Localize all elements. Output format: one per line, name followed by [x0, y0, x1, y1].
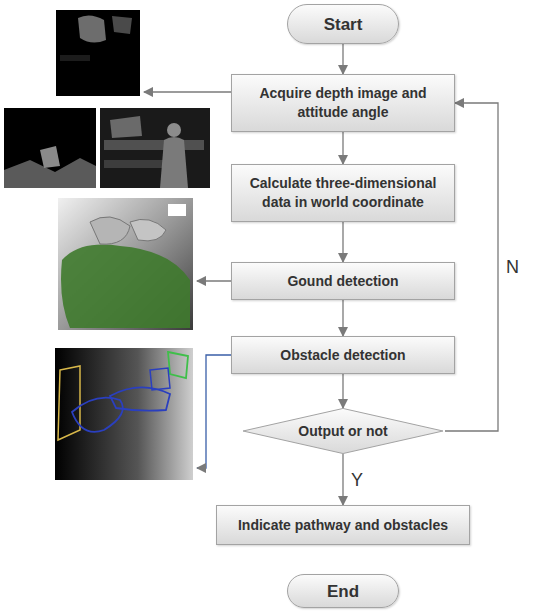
end-terminal: End	[287, 574, 399, 608]
flow-arrow	[342, 222, 343, 262]
process-box: Obstacle detection	[231, 336, 455, 374]
pointer-arrow	[197, 355, 231, 468]
flow-arrow	[342, 44, 343, 74]
flow-arrow	[342, 454, 343, 505]
pointer-arrow	[197, 280, 231, 281]
depth-image-ground	[4, 108, 96, 188]
process-box: Indicate pathway and obstacles	[216, 505, 470, 545]
step-text: Indicate pathway and obstacles	[230, 516, 456, 535]
decision-diamond: Output or not	[241, 408, 445, 454]
pointer-arrow	[144, 91, 231, 92]
process-box: Gound detection	[231, 262, 455, 300]
start-terminal: Start	[287, 4, 399, 44]
flow-arrow	[342, 374, 343, 408]
step-text: Calculate three-dimensional data in worl…	[232, 174, 454, 212]
step-text: Start	[316, 15, 371, 34]
depth-image-top	[56, 10, 140, 96]
step-text: Obstacle detection	[272, 346, 413, 365]
step-text: End	[319, 582, 367, 601]
step-text: Output or not	[298, 422, 387, 441]
ground-detection-image	[58, 198, 193, 330]
flow-arrow	[342, 132, 343, 164]
depth-image-person	[100, 108, 210, 188]
flow-arrow	[342, 300, 343, 336]
step-text: Acquire depth image and attitude angle	[232, 84, 454, 122]
step-text: Gound detection	[279, 272, 406, 291]
branch-label: Y	[349, 470, 365, 490]
process-box: Acquire depth image and attitude angle	[231, 74, 455, 132]
obstacle-detection-image	[55, 348, 193, 480]
branch-label: N	[504, 257, 521, 277]
process-box: Calculate three-dimensional data in worl…	[231, 164, 455, 222]
